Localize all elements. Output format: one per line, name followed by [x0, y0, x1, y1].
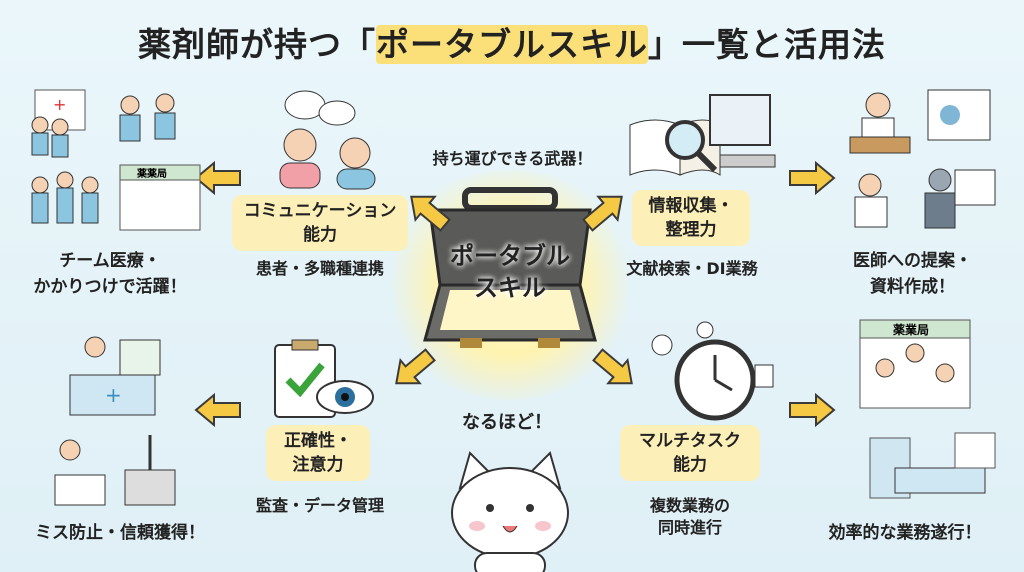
- skill-information-label: 情報収集・整理力: [632, 190, 750, 246]
- arrow-to-information: [577, 184, 633, 238]
- center-label-line2: スキル: [474, 274, 546, 302]
- skill-name-line2: 能力: [303, 225, 337, 245]
- tagline: 持ち運びできる武器！: [432, 149, 593, 168]
- title-prefix: 薬剤師が持つ「: [138, 25, 376, 64]
- title-highlight: ポータブルスキル: [376, 25, 648, 64]
- title-suffix: 」一覧と活用法: [648, 25, 886, 64]
- arrow-left-top: [195, 162, 241, 194]
- skill-communication-detail: 患者・多職種連携: [255, 259, 384, 278]
- skill-name-line1: 正確性・: [284, 431, 352, 451]
- skill-name-line2: 整理力: [665, 220, 717, 240]
- page-title: 薬剤師が持つ「ポータブルスキル」一覧と活用法: [0, 18, 1024, 66]
- team-medical-illustration: + 薬薬局: [31, 89, 201, 231]
- outcome-line1: チーム医療・: [59, 251, 161, 271]
- arrow-right-bottom: [789, 394, 835, 426]
- skill-name-line1: 情報収集・: [648, 196, 734, 216]
- communication-illustration: [279, 90, 376, 190]
- skill-name-line2: 能力: [673, 455, 707, 475]
- arrow-to-accuracy: [385, 342, 441, 396]
- accuracy-illustration: [274, 339, 374, 418]
- skill-multitask-detail: 複数業務の同時進行: [620, 495, 760, 539]
- pharmacy-ward-illustration: 薬業局: [859, 319, 996, 499]
- skill-accuracy-label: 正確性・注意力: [266, 425, 370, 481]
- center-label: ポータブルスキル: [420, 240, 600, 304]
- outcome-line2: かかりつけで活躍！: [33, 277, 187, 297]
- arrow-right-top: [789, 162, 835, 194]
- pharmacy-sign-right: 薬業局: [893, 322, 929, 337]
- multitask-clock-illustration: [651, 321, 774, 421]
- outcome-accuracy: ミス防止・信頼獲得！: [35, 523, 205, 543]
- outcome-line2: 資料作成！: [870, 277, 955, 297]
- briefcase-illustration: [423, 187, 597, 348]
- detail-line2: 同時進行: [657, 518, 722, 537]
- cat-mascot: [451, 451, 569, 572]
- arrow-to-multitask: [587, 342, 643, 396]
- dispensing-illustration: +: [54, 336, 176, 506]
- skill-multitask-label: マルチタスク能力: [620, 425, 760, 481]
- svg-text:+: +: [53, 95, 66, 114]
- skill-name-line2: 注意力: [292, 455, 344, 475]
- arrow-left-bottom: [195, 394, 241, 426]
- outcome-multitask: 効率的な業務遂行！: [828, 523, 982, 543]
- skill-information-detail: 文献検索・DI業務: [626, 259, 758, 278]
- information-illustration: [629, 94, 776, 176]
- outcome-line1: 医師への提案・: [853, 251, 972, 271]
- center-label-line1: ポータブル: [450, 242, 570, 270]
- detail-line1: 複数業務の: [649, 496, 730, 515]
- outcome-communication: チーム医療・かかりつけで活躍！: [10, 248, 210, 300]
- doctor-proposal-illustration: [849, 89, 996, 229]
- svg-text:+: +: [105, 383, 122, 407]
- cat-speech: なるほど！: [462, 412, 552, 433]
- skill-communication-label: コミュニケーション能力: [232, 195, 408, 251]
- arrow-to-communication: [400, 184, 456, 238]
- skill-accuracy-detail: 監査・データ管理: [255, 496, 384, 515]
- skill-name-line1: コミュニケーション: [243, 201, 397, 221]
- pharmacy-sign-left: 薬薬局: [136, 167, 167, 180]
- skill-name-line1: マルチタスク: [639, 431, 741, 451]
- outcome-information: 医師への提案・資料作成！: [820, 248, 1005, 300]
